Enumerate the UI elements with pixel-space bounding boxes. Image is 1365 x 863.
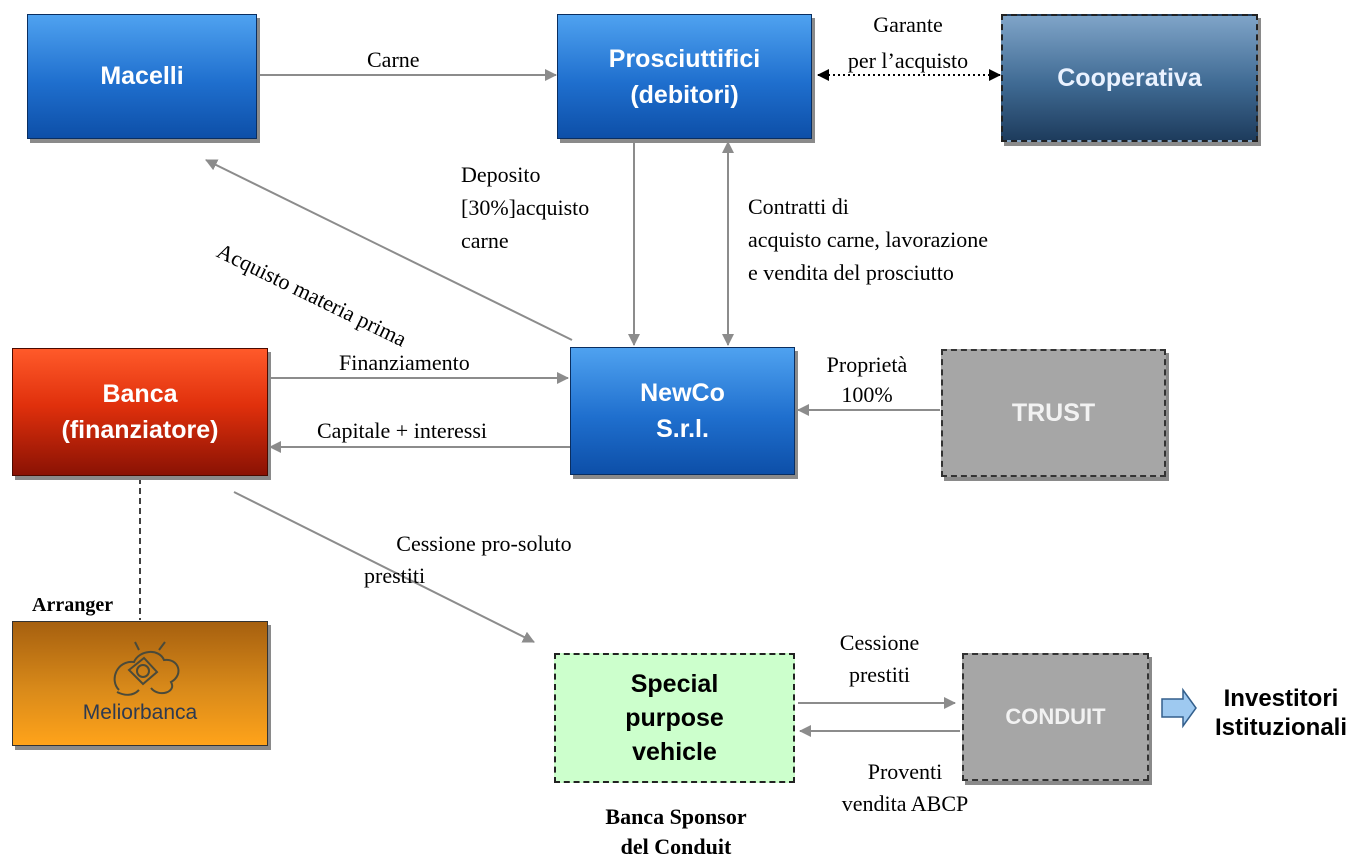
block-arrow-investitori [1161, 687, 1197, 729]
trust-label: TRUST [1011, 398, 1096, 427]
spv-label-line3: vehicle [632, 738, 717, 766]
meliorbanca-logo-icon [113, 641, 180, 696]
label-cessione-pro-soluto-line2: prestiti [364, 563, 426, 588]
conduit-box: CONDUIT [962, 653, 1149, 781]
cooperativa-label: Cooperativa [1057, 63, 1202, 92]
label-proventi-line2: vendita ABCP [841, 791, 969, 816]
macelli-box: Macelli [27, 14, 257, 139]
label-deposito: Deposito [30%]acquisto carne [461, 158, 589, 257]
label-cessione-prestiti: Cessione prestiti [812, 627, 947, 691]
label-proventi-line1: Proventi [867, 759, 943, 784]
arrow-cessione-pro-soluto [233, 491, 535, 643]
label-deposito-line3: carne [461, 228, 509, 253]
label-banca-sponsor: Banca Sponsor del Conduit [565, 802, 787, 862]
label-arranger: Arranger [32, 594, 114, 616]
label-garante-line2: per l’acquisto [847, 48, 969, 73]
newco-label-line2: S.r.l. [656, 415, 709, 443]
label-cessione-pro-soluto: Cessione pro-soluto prestiti [364, 528, 604, 592]
investitori-line2: Istituzionali [1215, 714, 1347, 741]
banca-box: Banca (finanziatore) [12, 348, 268, 476]
label-proprieta: Proprietà 100% [812, 350, 922, 410]
label-garante-line1: Garante [873, 12, 943, 37]
label-proventi: Proventi vendita ABCP [825, 756, 985, 820]
label-carne: Carne [367, 47, 420, 72]
newco-box: NewCo S.r.l. [570, 347, 795, 475]
meliorbanca-label: Meliorbanca [82, 701, 198, 724]
spv-label-line2: purpose [625, 704, 724, 732]
label-cessione-prestiti-line2: prestiti [848, 662, 911, 687]
newco-label-line1: NewCo [640, 379, 725, 407]
prosciuttifici-box: Prosciuttifici (debitori) [557, 14, 812, 139]
trust-box: TRUST [941, 349, 1166, 477]
label-contratti-line1: Contratti di [748, 194, 849, 219]
label-proprieta-line2: 100% [841, 382, 893, 407]
macelli-label: Macelli [100, 62, 184, 90]
label-proprieta-line1: Proprietà [826, 352, 908, 377]
spv-box: Special purpose vehicle [554, 653, 795, 783]
label-contratti-line2: acquisto carne, lavorazione [748, 227, 989, 252]
meliorbanca-box: Meliorbanca [12, 621, 268, 746]
label-deposito-line1: Deposito [461, 162, 541, 187]
conduit-label: CONDUIT [1005, 704, 1106, 729]
label-cessione-pro-soluto-line1: Cessione pro-soluto [396, 531, 572, 556]
cooperativa-box: Cooperativa [1001, 14, 1258, 142]
label-capitale-interessi: Capitale + interessi [317, 418, 488, 443]
investitori-line1: Investitori [1223, 685, 1339, 712]
prosciuttifici-label-line1: Prosciuttifici [608, 44, 761, 73]
arrow-acquisto-mp [205, 159, 573, 341]
label-banca-sponsor-line1: Banca Sponsor [605, 804, 747, 829]
label-banca-sponsor-line2: del Conduit [620, 834, 732, 859]
spv-label-line1: Special [630, 670, 719, 698]
label-contratti: Contratti di acquisto carne, lavorazione… [748, 190, 988, 289]
banca-label-line1: Banca [102, 380, 178, 408]
label-contratti-line3: e vendita del prosciutto [748, 260, 954, 285]
label-garante: Garante per l’acquisto [826, 12, 990, 74]
label-finanziamento: Finanziamento [339, 350, 470, 375]
label-cessione-prestiti-line1: Cessione [839, 630, 920, 655]
label-deposito-line2: [30%]acquisto [461, 195, 590, 220]
prosciuttifici-label-line2: (debitori) [630, 80, 739, 109]
investitori-label: Investitori Istituzionali [1198, 684, 1364, 742]
banca-label-line2: (finanziatore) [61, 416, 219, 444]
